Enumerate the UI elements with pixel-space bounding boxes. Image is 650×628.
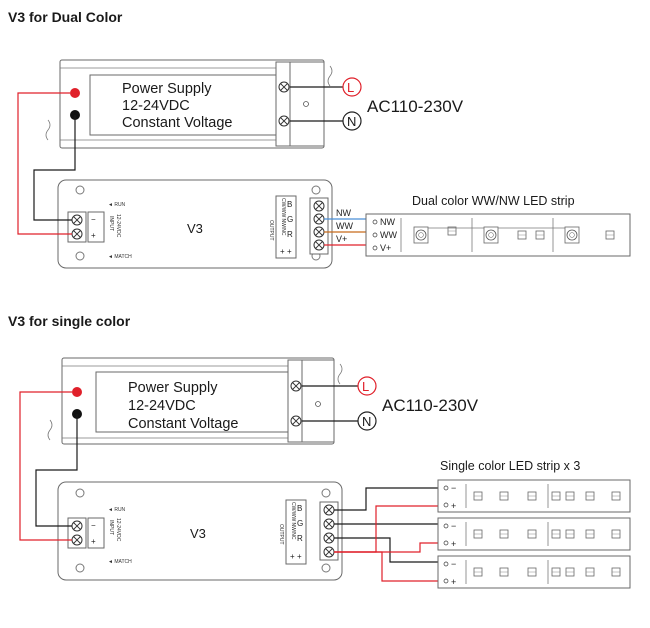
svg-text:INPUT: INPUT — [108, 216, 114, 231]
v3-controller: − + ◄ RUN ◄ MATCH INPUT 12-24VDC V3 OUTP… — [57, 481, 343, 581]
svg-text:NW: NW — [380, 217, 395, 227]
svg-text:L: L — [362, 379, 369, 394]
wire-label-ww: WW — [336, 221, 353, 231]
ac-l-marker: L — [342, 77, 362, 97]
svg-text:−: − — [451, 521, 456, 531]
ps-line-3: Constant Voltage — [128, 416, 238, 432]
strip-title: Single color LED strip x 3 — [440, 459, 580, 473]
ps-line-3: Constant Voltage — [122, 115, 232, 131]
wire-label-nw: NW — [336, 208, 351, 218]
svg-text:−: − — [91, 521, 96, 530]
svg-text:◄ MATCH: ◄ MATCH — [108, 559, 132, 565]
ps-terminal-l — [278, 81, 290, 93]
ps-terminal-l — [290, 380, 302, 392]
single-color-led-strip: − + — [437, 517, 631, 551]
single-color-led-strip: − + — [437, 479, 631, 513]
power-supply: Power Supply 12-24VDC Constant Voltage — [47, 357, 343, 445]
svg-text:L: L — [347, 80, 354, 95]
svg-text:◄ RUN: ◄ RUN — [108, 202, 126, 208]
svg-text:+: + — [287, 247, 292, 256]
dual-color-led-strip: NW WW V+ — [365, 213, 631, 257]
svg-text:R: R — [287, 230, 293, 239]
ps-line-2: 12-24VDC — [122, 98, 190, 114]
svg-text:B: B — [297, 504, 302, 513]
ac-n-marker: N — [357, 411, 377, 431]
svg-text:+: + — [451, 539, 456, 549]
svg-text:−: − — [91, 215, 96, 224]
ps-line-1: Power Supply — [122, 81, 212, 97]
ac-voltage-label: AC110-230V — [367, 97, 464, 116]
svg-text:N: N — [347, 114, 356, 129]
ps-line-2: 12-24VDC — [128, 398, 196, 414]
strip-title: Dual color WW/NW LED strip — [412, 194, 575, 208]
svg-text:INPUT: INPUT — [108, 520, 114, 535]
svg-text:−: − — [451, 559, 456, 569]
power-supply: Power Supply 12-24VDC Constant Voltage — [45, 59, 333, 149]
svg-text:R: R — [297, 534, 303, 543]
svg-text:V+: V+ — [380, 243, 391, 253]
controller-name: V3 — [187, 221, 203, 236]
svg-text:CW/WW NW/NC: CW/WW NW/NC — [290, 502, 296, 540]
wire-label-vplus: V+ — [336, 234, 347, 244]
svg-text:+: + — [91, 537, 96, 546]
controller-name: V3 — [190, 526, 206, 541]
svg-text:12-24VDC: 12-24VDC — [115, 518, 121, 542]
ac-n-marker: N — [342, 111, 362, 131]
svg-text:N: N — [362, 414, 371, 429]
svg-text:◄ MATCH: ◄ MATCH — [108, 254, 132, 260]
svg-text:−: − — [451, 483, 456, 493]
ps-positive-terminal — [70, 88, 80, 98]
diagram-dual-color: V3 for Dual Color Power Supply 12-24VDC … — [8, 9, 631, 269]
svg-text:12-24VDC: 12-24VDC — [115, 214, 121, 238]
svg-text:+: + — [451, 501, 456, 511]
svg-text:G: G — [297, 519, 303, 528]
diagram-title: V3 for Dual Color — [8, 9, 123, 25]
svg-text:OUTPUT: OUTPUT — [268, 220, 274, 241]
ps-positive-terminal — [72, 387, 82, 397]
diagram-single-color: V3 for single color Power Supply 12-24VD… — [8, 313, 631, 589]
svg-text:+: + — [451, 577, 456, 587]
svg-text:◄ RUN: ◄ RUN — [108, 507, 126, 513]
ac-voltage-label: AC110-230V — [382, 396, 479, 415]
v3-controller: − + ◄ RUN ◄ MATCH INPUT 12-24VDC V3 OUTP… — [57, 179, 333, 269]
svg-text:OUTPUT: OUTPUT — [278, 524, 284, 545]
svg-text:+: + — [297, 552, 302, 561]
svg-text:+: + — [290, 552, 295, 561]
svg-text:B: B — [287, 200, 292, 209]
svg-text:CW/WW NW/NC: CW/WW NW/NC — [280, 198, 286, 236]
ps-line-1: Power Supply — [128, 380, 218, 396]
diagram-title: V3 for single color — [8, 313, 131, 329]
svg-text:G: G — [287, 215, 293, 224]
ps-terminal-n — [278, 115, 290, 127]
svg-text:+: + — [91, 231, 96, 240]
svg-text:+: + — [280, 247, 285, 256]
svg-text:WW: WW — [380, 230, 397, 240]
single-color-led-strip: − + — [437, 555, 631, 589]
ac-l-marker: L — [357, 376, 377, 396]
ps-terminal-n — [290, 415, 302, 427]
